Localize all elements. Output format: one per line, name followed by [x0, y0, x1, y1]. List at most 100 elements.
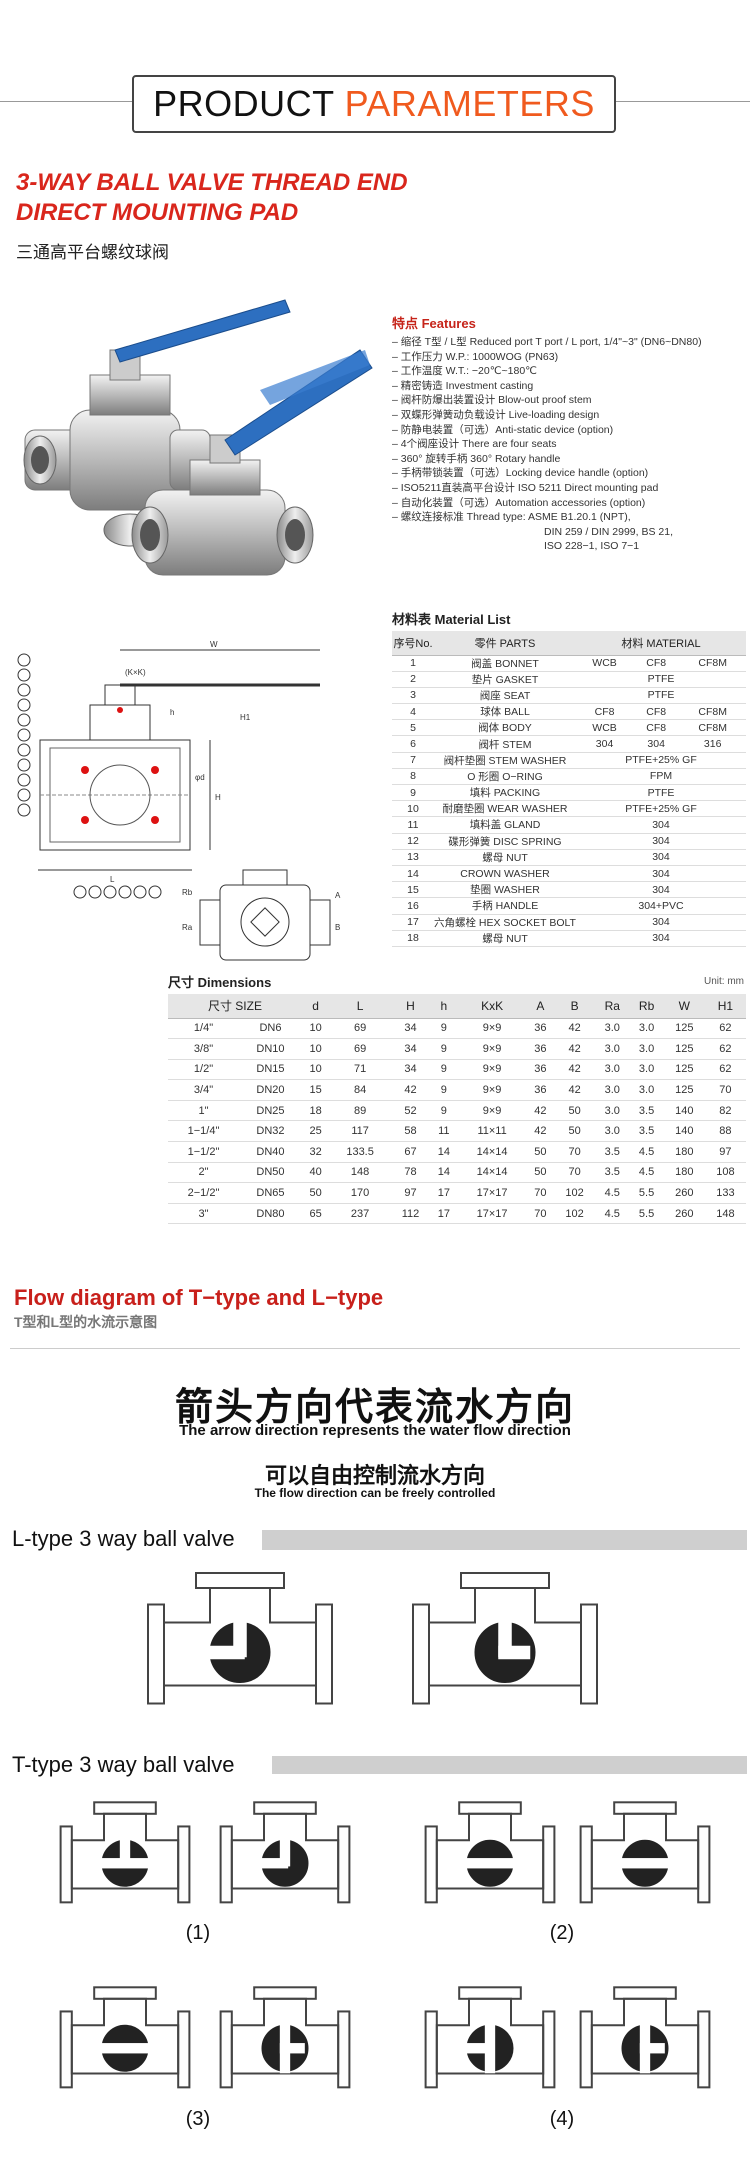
dimensions-cell: 10: [301, 1018, 330, 1040]
dimensions-cell: 50: [554, 1100, 596, 1122]
material-cell: 304: [633, 735, 680, 753]
dimensions-cell: 4.5: [629, 1141, 664, 1163]
feature-item: – 双蝶形弹簧动负载设计 Live-loading design: [392, 408, 600, 421]
dimensions-cell: DN40: [239, 1141, 302, 1163]
dimensions-cell: 15: [301, 1079, 330, 1101]
material-cell: WCB: [575, 655, 634, 672]
dimensions-cell: 32: [301, 1141, 330, 1163]
valve-port: [208, 1620, 247, 1660]
dimensions-cell: 69: [329, 1018, 391, 1040]
dimensions-cell: 3.0: [595, 1059, 630, 1081]
feature-item: – 螺纹连接标准 Thread type: ASME B1.20.1 (NPT)…: [392, 511, 631, 524]
material-cell: 18: [392, 930, 434, 947]
dimensions-cell: 42: [554, 1059, 596, 1081]
dimensions-cell: 42: [554, 1079, 596, 1101]
dimensions-cell: 102: [554, 1182, 596, 1204]
dimensions-cell: 125: [663, 1059, 705, 1081]
dimensions-col-header: Ra: [595, 994, 630, 1019]
dimensions-col-header: L: [329, 994, 391, 1019]
dimensions-cell: 3.5: [629, 1120, 664, 1143]
material-cell: PTFE: [575, 784, 746, 802]
dimensions-cell: 3.0: [595, 1100, 630, 1122]
dimensions-cell: DN50: [239, 1162, 302, 1184]
dimensions-cell: 3.0: [595, 1018, 630, 1040]
dimensions-cell: 70: [526, 1203, 555, 1225]
material-cell: 13: [392, 849, 434, 866]
dim-label: B: [335, 923, 340, 932]
dimensions-cell: 3.0: [595, 1038, 630, 1060]
material-cell: 304: [575, 735, 634, 753]
material-cell: 16: [392, 897, 434, 915]
material-cell: CF8M: [679, 719, 746, 737]
valve-outline: [579, 1801, 711, 1904]
feature-item: – 缩径 T型 / L型 Reduced port T port / L por…: [392, 336, 702, 348]
material-cell: 碟形弹簧 DISC SPRING: [434, 833, 576, 850]
dimensions-cell: 78: [390, 1162, 431, 1184]
divider: [10, 1348, 740, 1349]
valve-port: [279, 2023, 305, 2074]
ttype-diagram-3a: [59, 1986, 191, 2089]
dimensions-cell: 140: [663, 1100, 705, 1122]
material-cell: PTFE+25% GF: [575, 752, 746, 769]
flow-title: Flow diagram of T−type and L−type: [14, 1285, 384, 1310]
dimensions-cell: 3.5: [595, 1141, 630, 1163]
dimensions-heading: 尺寸 Dimensions: [168, 975, 272, 990]
dimensions-cell: 17: [430, 1203, 458, 1225]
dim-label: Ra: [182, 923, 193, 932]
dimensions-cell: 9×9: [457, 1100, 527, 1122]
dimensions-cell: 36: [526, 1038, 555, 1060]
dimensions-cell: 1−1/2": [168, 1141, 240, 1163]
material-cell: 14: [392, 865, 434, 883]
dimensions-cell: 5.5: [629, 1203, 664, 1225]
dimensions-cell: 17: [430, 1182, 458, 1204]
material-cell: 316: [679, 735, 746, 753]
dimensions-cell: 117: [329, 1120, 391, 1143]
dimensions-cell: 52: [390, 1100, 431, 1122]
material-cell: 六角螺栓 HEX SOCKET BOLT: [434, 914, 576, 931]
dimensions-cell: 5.5: [629, 1182, 664, 1204]
material-cell: 304: [575, 833, 746, 850]
dimensions-cell: 42: [554, 1018, 596, 1040]
section-banner: PRODUCT PARAMETERS: [132, 75, 616, 133]
material-cell: CF8: [633, 655, 680, 672]
dimensions-cell: 82: [704, 1100, 746, 1122]
feature-item: DIN 259 / DIN 2999, BS 21,: [544, 525, 673, 538]
diagram-caption: (2): [549, 1922, 575, 1944]
dimensions-cell: 3.0: [595, 1120, 630, 1143]
valve-outline: [579, 1986, 711, 2089]
dimensions-cell: 97: [390, 1182, 431, 1204]
dimensions-cell: 97: [704, 1141, 746, 1163]
dimensions-cell: 1": [168, 1100, 240, 1122]
ltype-label: L-type 3 way ball valve: [12, 1526, 235, 1551]
dimensions-cell: 14×14: [457, 1141, 527, 1163]
material-cell: 阀体 BODY: [434, 719, 576, 737]
material-cell: 304: [575, 914, 746, 931]
dimensions-col-header: W: [663, 994, 705, 1019]
valve-port: [260, 1838, 291, 1869]
dimensions-unit: Unit: mm: [704, 976, 744, 987]
dimensions-cell: 180: [663, 1162, 705, 1184]
material-cell: CROWN WASHER: [434, 865, 576, 883]
feature-item: – ISO5211直装高平台设计 ISO 5211 Direct mountin…: [392, 481, 659, 494]
dimensions-cell: 50: [526, 1141, 555, 1163]
valve-port: [620, 1858, 670, 1869]
dimensions-cell: 18: [301, 1100, 330, 1122]
dimensions-cell: 70: [554, 1162, 596, 1184]
material-cell: 17: [392, 914, 434, 931]
material-cell: 垫片 GASKET: [434, 671, 576, 688]
dimensions-cell: 11: [430, 1120, 458, 1143]
feature-item: – 工作压力 W.P.: 1000WOG (PN63): [392, 350, 559, 363]
valve-port: [465, 2023, 496, 2074]
ttype-bar: [272, 1756, 747, 1774]
dimensions-col-header: 尺寸 SIZE: [168, 994, 302, 1019]
